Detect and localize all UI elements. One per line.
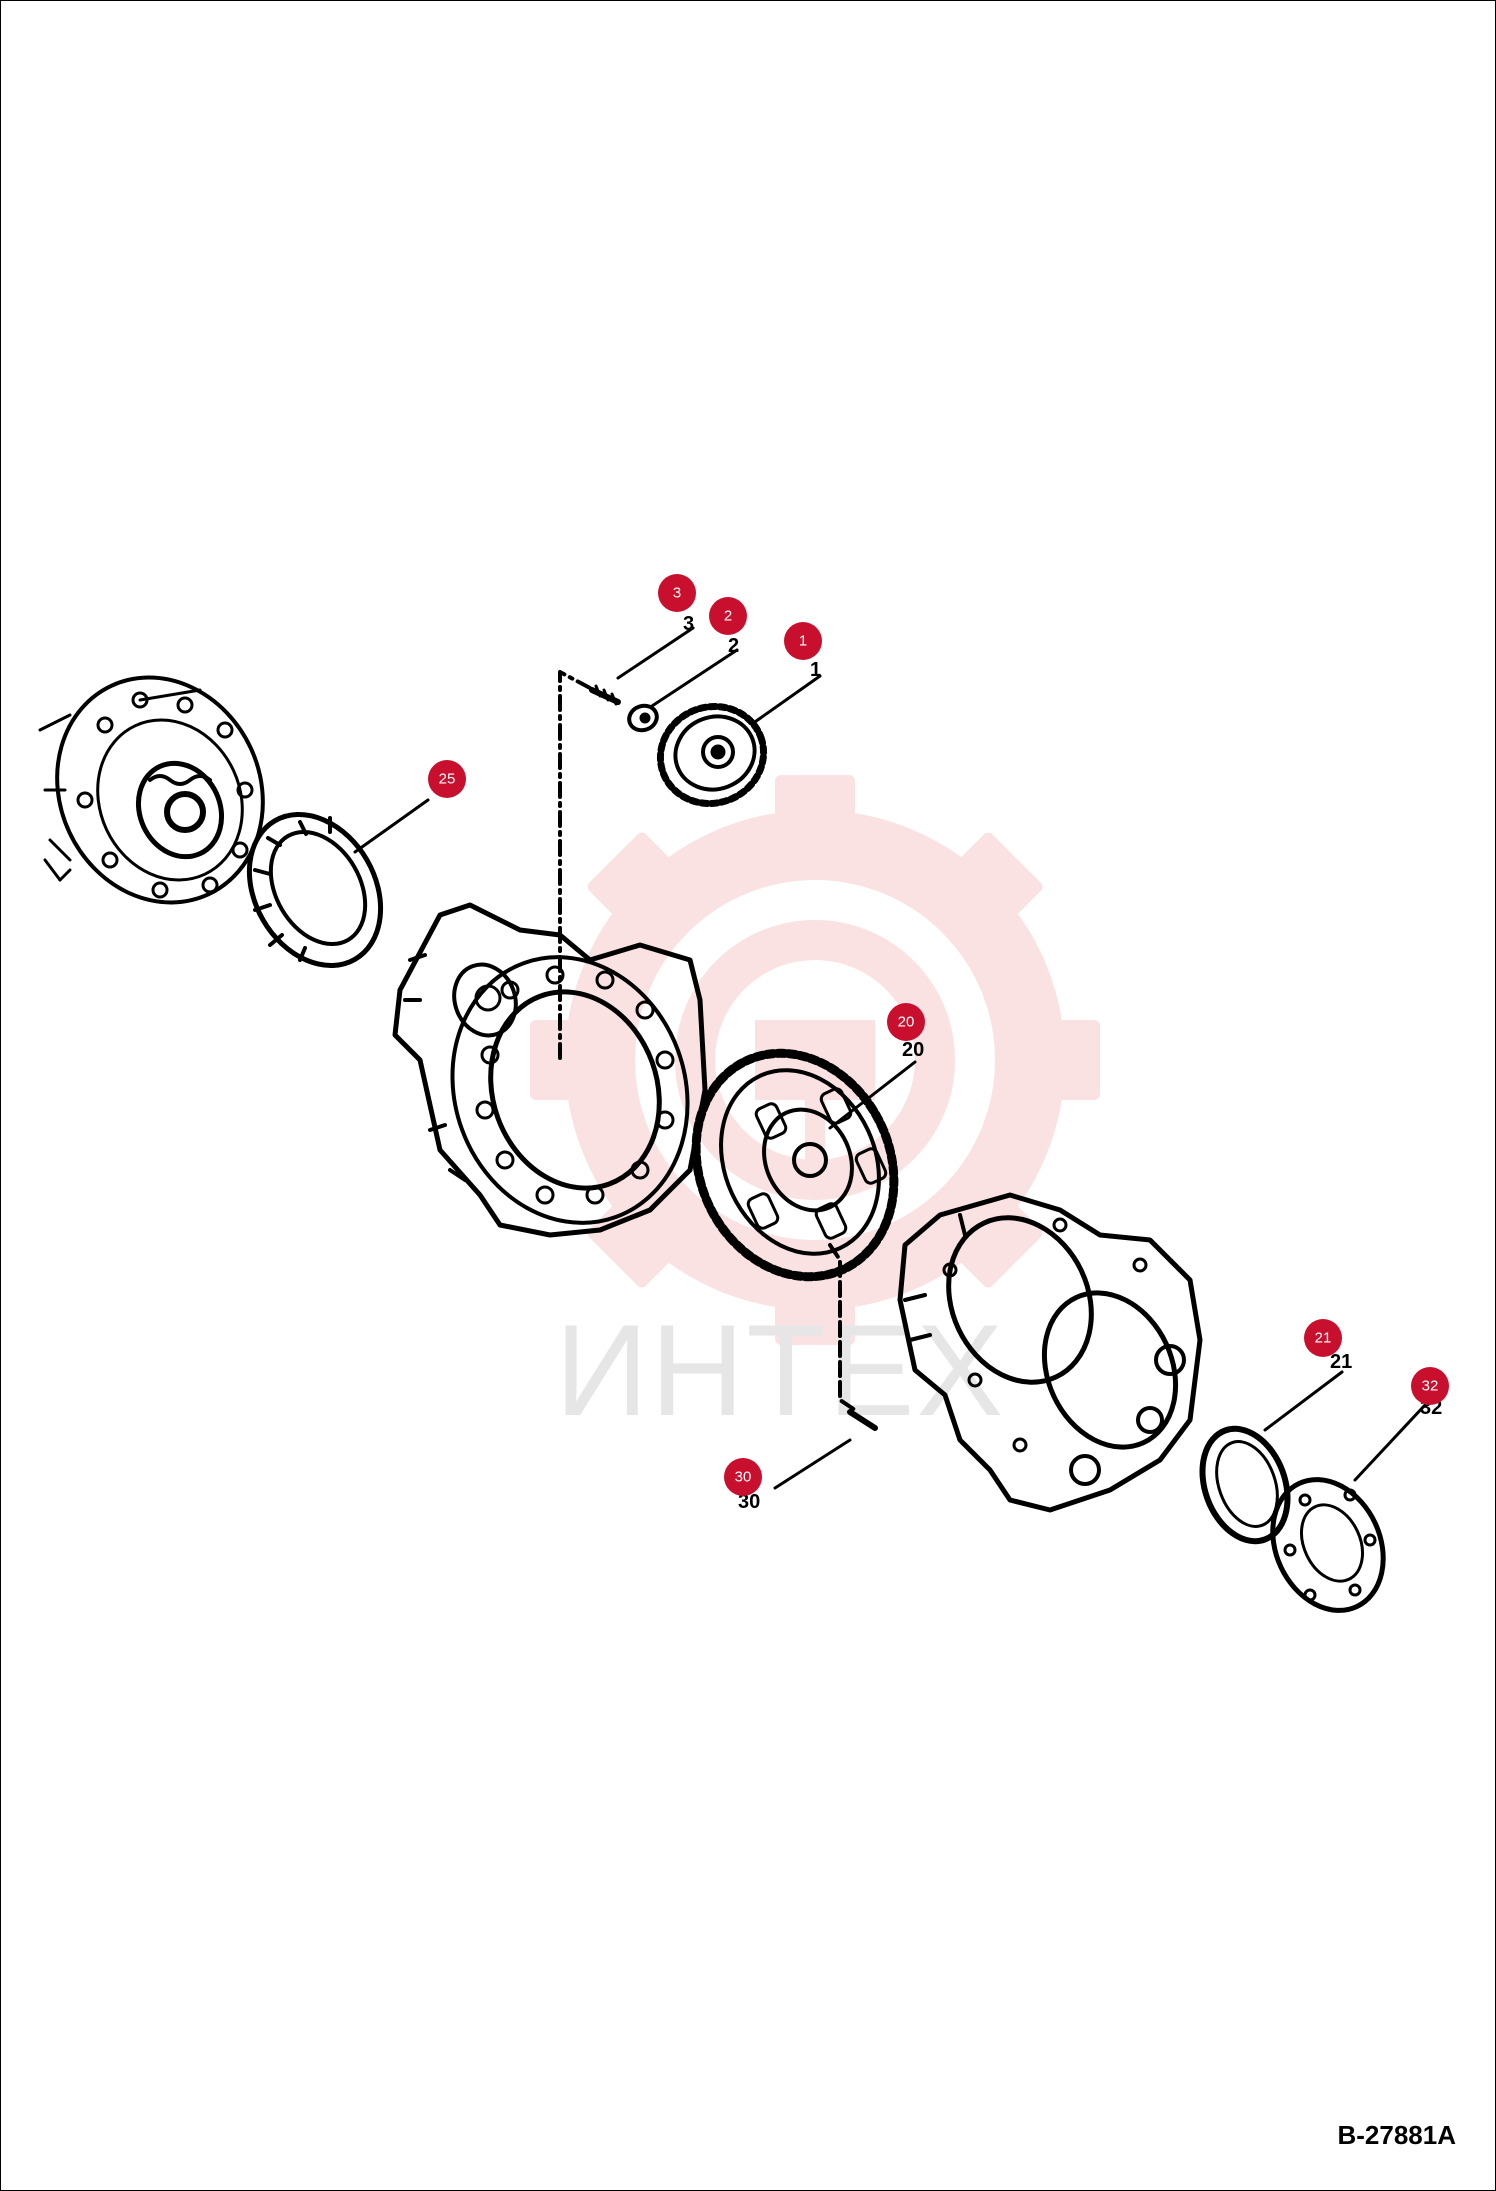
callout-badges: 3 2 1 25 20 21 32 30	[428, 574, 1449, 1496]
svg-text:30: 30	[735, 1469, 752, 1486]
part-2-washer	[627, 703, 659, 733]
part-20-carrier-gear	[691, 1048, 899, 1282]
assembly-line-1	[558, 670, 592, 1062]
callout-3[interactable]: 3	[658, 574, 696, 612]
callout-30[interactable]: 30	[724, 1458, 762, 1496]
callout-25[interactable]: 25	[428, 760, 466, 798]
svg-text:2: 2	[728, 635, 739, 657]
hub-assembly-left	[38, 675, 265, 905]
part-25-bearing	[246, 812, 384, 968]
svg-text:30: 30	[738, 1491, 760, 1513]
callout-20[interactable]: 20	[887, 1003, 925, 1041]
svg-text:21: 21	[1330, 1351, 1352, 1373]
svg-text:3: 3	[673, 585, 681, 602]
svg-text:21: 21	[1315, 1330, 1332, 1347]
assembly-line-2	[828, 1243, 857, 1412]
svg-text:25: 25	[439, 771, 456, 788]
part-1-planet-gear	[656, 703, 768, 807]
callout-2[interactable]: 2	[709, 597, 747, 635]
part-21-seal	[1199, 1425, 1291, 1545]
svg-text:1: 1	[810, 659, 821, 681]
document-id: B-27881A	[1337, 2120, 1456, 2150]
callout-32[interactable]: 32	[1411, 1367, 1449, 1405]
part-32-end-plate	[1270, 1477, 1386, 1613]
svg-text:20: 20	[902, 1039, 924, 1061]
callout-21[interactable]: 21	[1304, 1319, 1342, 1357]
svg-text:32: 32	[1422, 1378, 1439, 1395]
part-3-bolt	[589, 684, 621, 706]
callout-1[interactable]: 1	[784, 622, 822, 660]
printed-numerals: 3 2 1 20 21 32 30	[683, 613, 1442, 1513]
part-30-pin	[847, 1409, 878, 1431]
svg-text:20: 20	[898, 1014, 915, 1031]
svg-text:1: 1	[799, 633, 807, 650]
svg-text:3: 3	[683, 613, 694, 635]
leader-lines	[353, 626, 1427, 1490]
svg-text:2: 2	[724, 608, 732, 625]
watermark-text: ИНТЕХ	[555, 1297, 1005, 1443]
cover-housing-right	[897, 1192, 1203, 1513]
